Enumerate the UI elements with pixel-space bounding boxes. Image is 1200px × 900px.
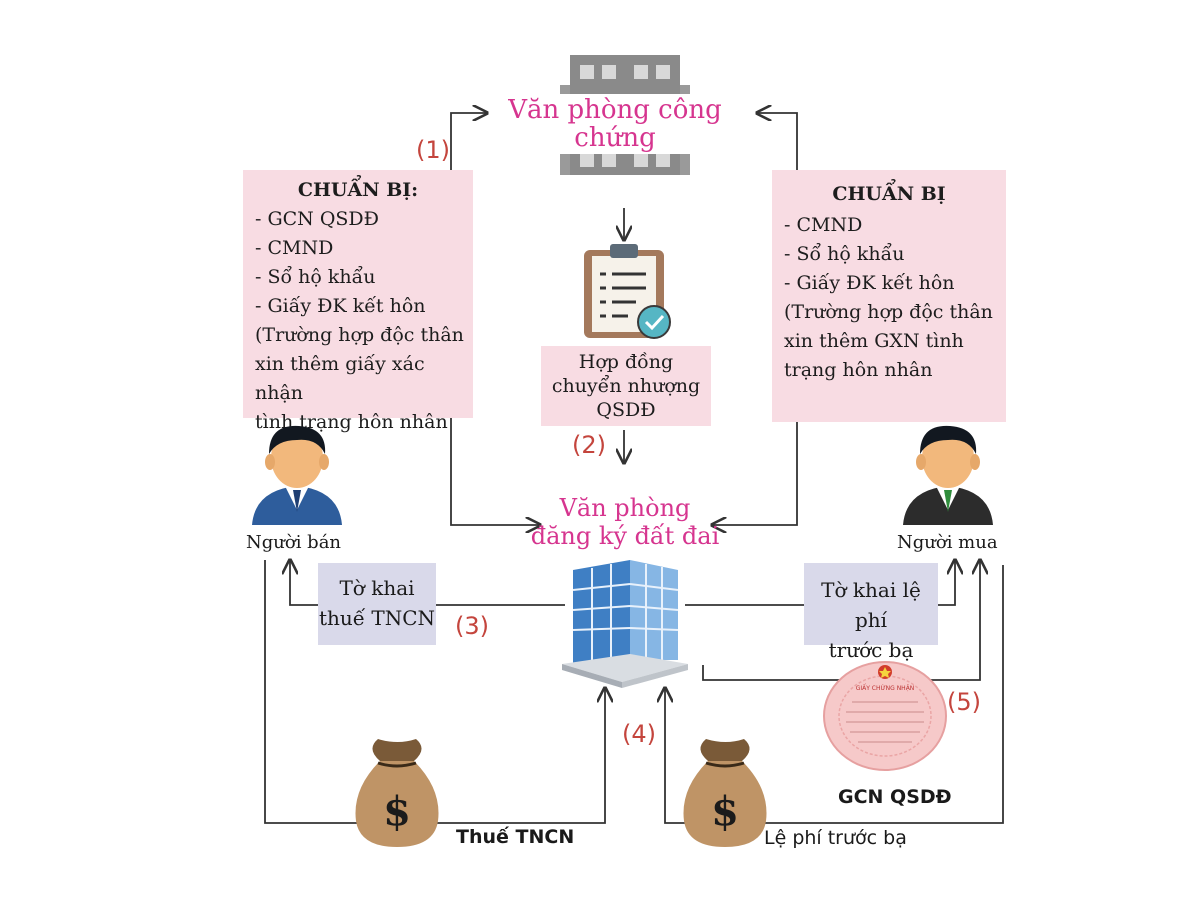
seller-label: Người bán	[246, 532, 342, 553]
land-office-title-line: Văn phòng	[559, 494, 691, 522]
arrow-pit-form-to-seller	[290, 560, 565, 606]
contract-line: chuyển nhượng	[551, 375, 701, 397]
seller-prep-item: - Giấy ĐK kết hôn	[255, 295, 426, 317]
certificate-seal-icon: GIẤY CHỨNG NHẬN	[823, 661, 947, 771]
arrow-seller-to-notary	[450, 113, 487, 170]
arrow-buyer-to-land-office	[712, 412, 798, 525]
seller-prep-item: - CMND	[255, 237, 334, 259]
buyer-prep-note: trạng hôn nhân	[784, 359, 933, 381]
contract-box: Hợp đồng chuyển nhượng QSDĐ	[541, 346, 711, 426]
fee-declaration-box: Tờ khai lệ phí trước bạ	[804, 563, 938, 662]
arrow-seller-to-land-office	[450, 412, 540, 525]
arrow-buyer-to-notary	[757, 113, 798, 170]
pit-form-line: thuế TNCN	[318, 606, 436, 630]
buyer-preparation-box: CHUẨN BỊ - CMND - Sổ hộ khẩu - Giấy ĐK k…	[772, 170, 1006, 422]
seller-prep-note: (Trường hợp độc thân	[255, 324, 464, 346]
contract-clipboard-icon	[584, 244, 671, 339]
certificate-label: GCN QSDĐ	[838, 786, 952, 808]
buyer-prep-item: - Giấy ĐK kết hôn	[784, 272, 955, 294]
buyer-prep-heading: CHUẨN BỊ	[832, 183, 946, 205]
step-2-label: (2)	[572, 431, 606, 459]
seller-prep-item: - Sổ hộ khẩu	[255, 266, 376, 288]
contract-line: QSDĐ	[596, 399, 656, 421]
money-bag-icon: $	[355, 739, 439, 847]
buyer-person-icon	[903, 425, 993, 525]
contract-line: Hợp đồng	[578, 351, 674, 373]
buyer-prep-note: (Trường hợp độc thân	[784, 301, 993, 323]
buyer-prep-item: - CMND	[784, 214, 863, 236]
land-office-title-line: đăng ký đất đai	[530, 522, 720, 550]
seller-prep-item: - GCN QSDĐ	[255, 208, 380, 230]
seller-preparation-box: CHUẨN BỊ: - GCN QSDĐ - CMND - Sổ hộ khẩu…	[243, 170, 473, 433]
step-1-label: (1)	[416, 136, 450, 164]
arrow-fee-form-to-buyer	[685, 560, 955, 606]
step-5-label: (5)	[947, 688, 981, 716]
notary-office-title: Văn phòng công chứng	[490, 94, 740, 154]
certificate-header: GIẤY CHỨNG NHẬN	[856, 684, 915, 692]
land-office-title: Văn phòng đăng ký đất đai	[520, 494, 730, 550]
step-3-label: (3)	[455, 612, 489, 640]
seller-prep-heading: CHUẨN BỊ:	[297, 179, 419, 201]
arrow-buyer-pays-fee	[665, 565, 1004, 824]
buyer-prep-item: - Sổ hộ khẩu	[784, 243, 905, 265]
fee-form-line: trước bạ	[828, 638, 914, 662]
seller-prep-note: xin thêm giấy xác nhận	[255, 353, 425, 404]
dollar-sign-icon: $	[711, 788, 739, 835]
pit-tax-label: Thuế TNCN	[456, 826, 575, 848]
buyer-prep-note: xin thêm GXN tình	[784, 330, 964, 352]
dollar-sign-icon: $	[383, 788, 411, 835]
money-bag-icon: $	[683, 739, 767, 847]
fee-form-line: Tờ khai lệ phí	[821, 578, 921, 632]
step-4-label: (4)	[622, 720, 656, 748]
pit-form-line: Tờ khai	[339, 576, 415, 600]
pit-declaration-box: Tờ khai thuế TNCN	[318, 563, 436, 645]
seller-person-icon	[252, 425, 342, 525]
registration-fee-label: Lệ phí trước bạ	[764, 827, 907, 849]
land-office-building-icon	[562, 560, 688, 688]
buyer-label: Người mua	[897, 532, 998, 553]
